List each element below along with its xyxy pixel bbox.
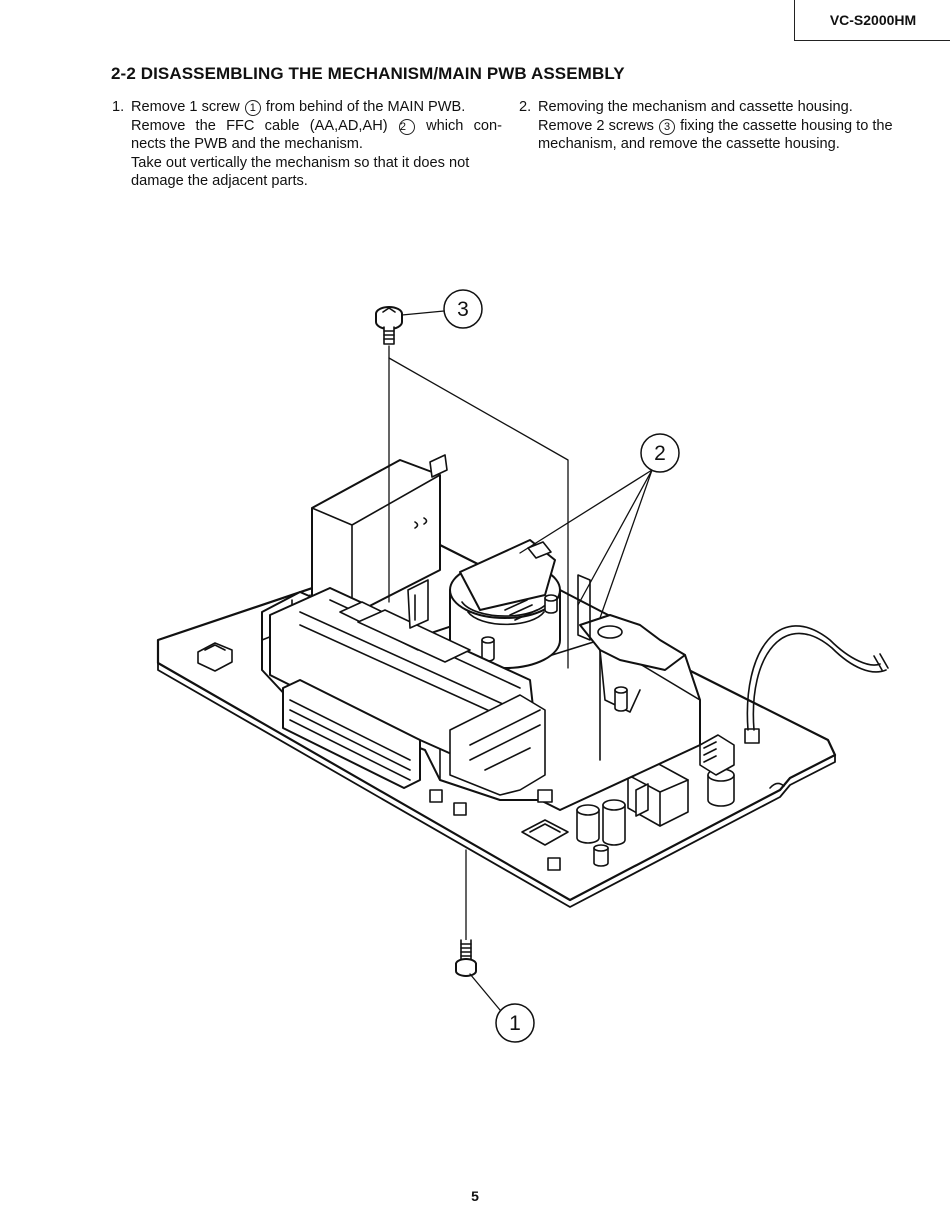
page-number: 5 bbox=[471, 1188, 479, 1204]
head-drum bbox=[449, 539, 561, 669]
step-number: 1. bbox=[112, 99, 125, 115]
reference-marker: 1 bbox=[244, 100, 261, 116]
callout-label: 1 bbox=[509, 1012, 521, 1035]
callout-label: 3 bbox=[457, 298, 469, 321]
step-line: Take out vertically the mechanism so tha… bbox=[131, 154, 470, 171]
callout-3: 3 bbox=[443, 289, 483, 329]
model-number-box: VC-S2000HM bbox=[794, 0, 950, 41]
callout-2: 2 bbox=[640, 433, 680, 473]
callout-label: 2 bbox=[654, 442, 666, 465]
step-text: fixing the cassette housing to the bbox=[680, 117, 893, 134]
cable-callout-leaders bbox=[519, 469, 653, 619]
step-line: Remove the FFC cable (AA,AD,AH) 2 which … bbox=[112, 117, 502, 136]
step-line: damage the adjacent parts. bbox=[131, 173, 308, 190]
step-text: from behind of the MAIN PWB. bbox=[265, 99, 466, 115]
instruction-step-2: 2. Removing the mechanism and cassette h… bbox=[519, 98, 919, 154]
step-line: Remove 1 screw 1 from behind of the MAIN… bbox=[112, 98, 502, 117]
pinch-roller-arm bbox=[577, 574, 686, 713]
model-number: VC-S2000HM bbox=[829, 11, 917, 28]
step-line: Removing the mechanism and cassette hous… bbox=[538, 99, 853, 115]
screw-3 bbox=[375, 306, 403, 345]
step-text: which con- bbox=[426, 117, 502, 134]
step-line: Remove 2 screws 3 fixing the cassette ho… bbox=[519, 117, 919, 136]
step-text: Remove the FFC cable (AA,AD,AH) bbox=[131, 117, 388, 134]
step-text: Remove 2 screws bbox=[538, 117, 654, 134]
section-title: 2-2 DISASSEMBLING THE MECHANISM/MAIN PWB… bbox=[111, 64, 625, 83]
screw-3-leaders bbox=[388, 310, 569, 669]
step-text: Remove 1 screw bbox=[131, 99, 240, 115]
ffc-cable bbox=[746, 625, 889, 731]
screw-1 bbox=[455, 849, 501, 1011]
cassette-tray bbox=[269, 579, 553, 803]
board-components bbox=[576, 728, 760, 867]
step-line: nects the PWB and the mechanism. bbox=[131, 136, 363, 153]
reference-marker: 2 bbox=[398, 118, 415, 135]
callout-1: 1 bbox=[495, 1003, 535, 1043]
step-line: mechanism, and remove the cassette housi… bbox=[538, 136, 840, 153]
reference-marker: 3 bbox=[659, 118, 676, 135]
step-number: 2. bbox=[519, 99, 532, 115]
instruction-step-1: 1. Remove 1 screw 1 from behind of the M… bbox=[112, 98, 502, 191]
